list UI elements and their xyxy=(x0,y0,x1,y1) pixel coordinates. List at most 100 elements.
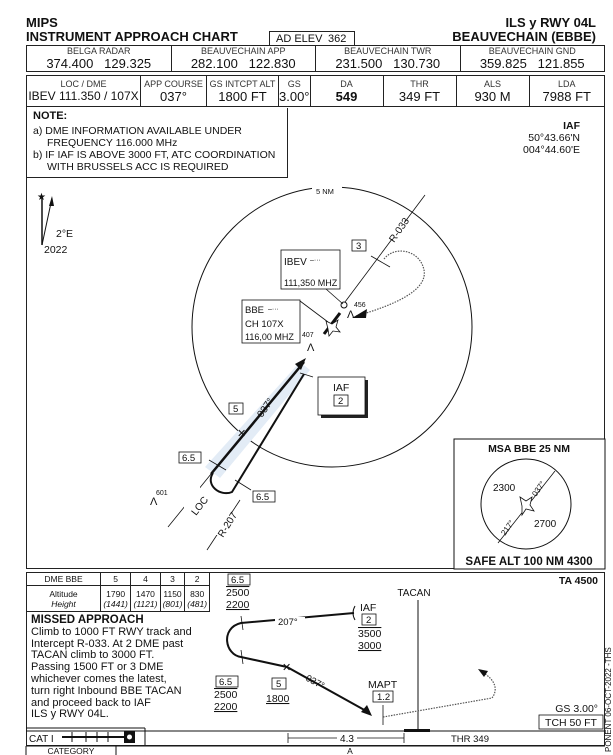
note-marker: a) xyxy=(33,125,43,137)
info-label: APP COURSE xyxy=(144,78,203,89)
dme-header: 3 xyxy=(159,572,186,586)
ad-elev-value: 362 xyxy=(328,33,347,45)
approach-arrow xyxy=(295,358,306,370)
svg-text:★: ★ xyxy=(37,192,46,203)
notes-title: NOTE: xyxy=(33,110,68,122)
safe-altitude: SAFE ALT 100 NM 4300 xyxy=(465,556,592,568)
missed-approach-line: whichever comes the latest, xyxy=(31,672,167,685)
msa-circle xyxy=(480,458,572,550)
fix-3-box xyxy=(351,239,367,252)
altitude-label: Altitude xyxy=(49,588,78,599)
note-marker: b) xyxy=(33,149,43,161)
info-value: 930 M xyxy=(474,88,511,104)
msa-sector-nw: 2300 xyxy=(493,483,516,494)
obstacle-icon: Λ xyxy=(347,309,355,321)
iaf-coordinates: IAF 50°43.66'N 004°44.60'E xyxy=(523,120,580,156)
missed-approach-line: Climb to 1000 FT RWY track and xyxy=(31,625,192,638)
info-label: GS INTCPT ALT xyxy=(209,78,276,89)
fix-6-5-label: 6.5 xyxy=(256,492,269,503)
bbe-frequency: 116,00 MHZ xyxy=(245,332,294,342)
info-value: 349 FT xyxy=(398,88,441,104)
freq-value: 122.830 xyxy=(248,56,296,71)
dme-height: (481) xyxy=(187,598,208,609)
fix-6-5-label: 6.5 xyxy=(182,453,195,464)
bbe-ident: BBE xyxy=(245,305,264,316)
freq-value: 282.100 xyxy=(190,56,238,71)
dme-header: 2 xyxy=(184,572,210,586)
freq-value: 121.855 xyxy=(537,56,585,71)
ibev-navaid-box xyxy=(280,249,341,290)
tacan-icon xyxy=(519,496,535,517)
notes-box: NOTE: a) DME INFORMATION AVAILABLE UNDER… xyxy=(26,108,288,178)
dme-altitude: 1470 xyxy=(136,588,155,599)
freq-name: BEAUVECHAIN TWR xyxy=(344,46,432,56)
msa-sector-se: 2700 xyxy=(534,519,557,530)
bbe-channel: CH 107X xyxy=(245,319,284,330)
dme-header: 4 xyxy=(130,572,161,586)
missed-approach-line: ILS y RWY 04L. xyxy=(31,708,109,721)
note-text: WITH BRUSSELS ACC IS REQUIRED xyxy=(47,161,229,173)
fix-5-box xyxy=(228,402,244,415)
holding-arrow xyxy=(352,309,367,318)
dme-altitude: 1790 xyxy=(106,588,126,599)
dme-height: (1121) xyxy=(133,598,158,609)
radial-r033-line xyxy=(344,194,426,303)
freq-value: 130.730 xyxy=(393,56,441,71)
missed-approach-line: and proceed back to IAF xyxy=(31,696,151,709)
info-value: 1800 FT xyxy=(218,88,267,104)
iaf-latitude: 50°43.66'N xyxy=(528,132,580,144)
height-label: Height xyxy=(51,598,76,609)
runway-icon xyxy=(322,312,342,335)
missed-approach-line: Passing 1500 FT or 3 DME xyxy=(31,661,164,674)
iaf-label: IAF xyxy=(333,382,349,394)
obstacle-elevation: 601 xyxy=(156,490,168,497)
note-text: FREQUENCY 116.000 MHz xyxy=(47,137,178,149)
morse-code-icon: –··· xyxy=(268,306,279,313)
obstacle-elevation: 407 xyxy=(302,332,314,339)
freq-value: 129.325 xyxy=(104,56,152,71)
tacan-icon xyxy=(325,319,341,337)
info-value: 549 xyxy=(335,88,358,104)
freq-value: 374.400 xyxy=(46,56,94,71)
airport-title: BEAUVECHAIN (EBBE) xyxy=(452,29,596,44)
info-value: 3.00° xyxy=(279,88,310,104)
iaf-longitude: 004°44.60'E xyxy=(522,144,580,156)
dme-height: (801) xyxy=(162,598,183,609)
procedure-title: ILS y RWY 04L xyxy=(505,15,596,30)
info-label: DA xyxy=(340,78,353,89)
fix-6-5-box xyxy=(252,490,276,503)
info-value: 037° xyxy=(160,88,187,104)
missed-approach-line: Intercept R-033. At 2 DME past xyxy=(31,637,184,650)
missed-approach-line: TACAN climb to 3000 FT. xyxy=(31,649,155,662)
final-approach-track xyxy=(210,361,305,475)
info-label: GS xyxy=(287,78,301,89)
localizer-antenna-icon xyxy=(340,301,348,309)
variation-year: 2022 xyxy=(44,244,68,256)
dme-altitude: 1150 xyxy=(163,588,182,599)
info-label: ALS xyxy=(484,78,502,89)
ibev-frequency: 111,350 MHZ xyxy=(284,278,338,288)
info-value: 7988 FT xyxy=(542,88,591,104)
msa-title: MSA BBE 25 NM xyxy=(488,443,570,455)
ring-label: 5 NM xyxy=(316,187,334,196)
dme-header: DME BBE xyxy=(26,572,101,586)
freq-value: 231.500 xyxy=(335,56,383,71)
system-label: MIPS xyxy=(26,15,58,30)
procedure-turn-path xyxy=(209,373,305,495)
fix-crosshair-icon: ✕ xyxy=(237,428,246,440)
iaf-coord-title: IAF xyxy=(563,120,580,132)
fix-6-5-box xyxy=(178,451,202,464)
obstacle-icon: Λ xyxy=(307,342,315,354)
